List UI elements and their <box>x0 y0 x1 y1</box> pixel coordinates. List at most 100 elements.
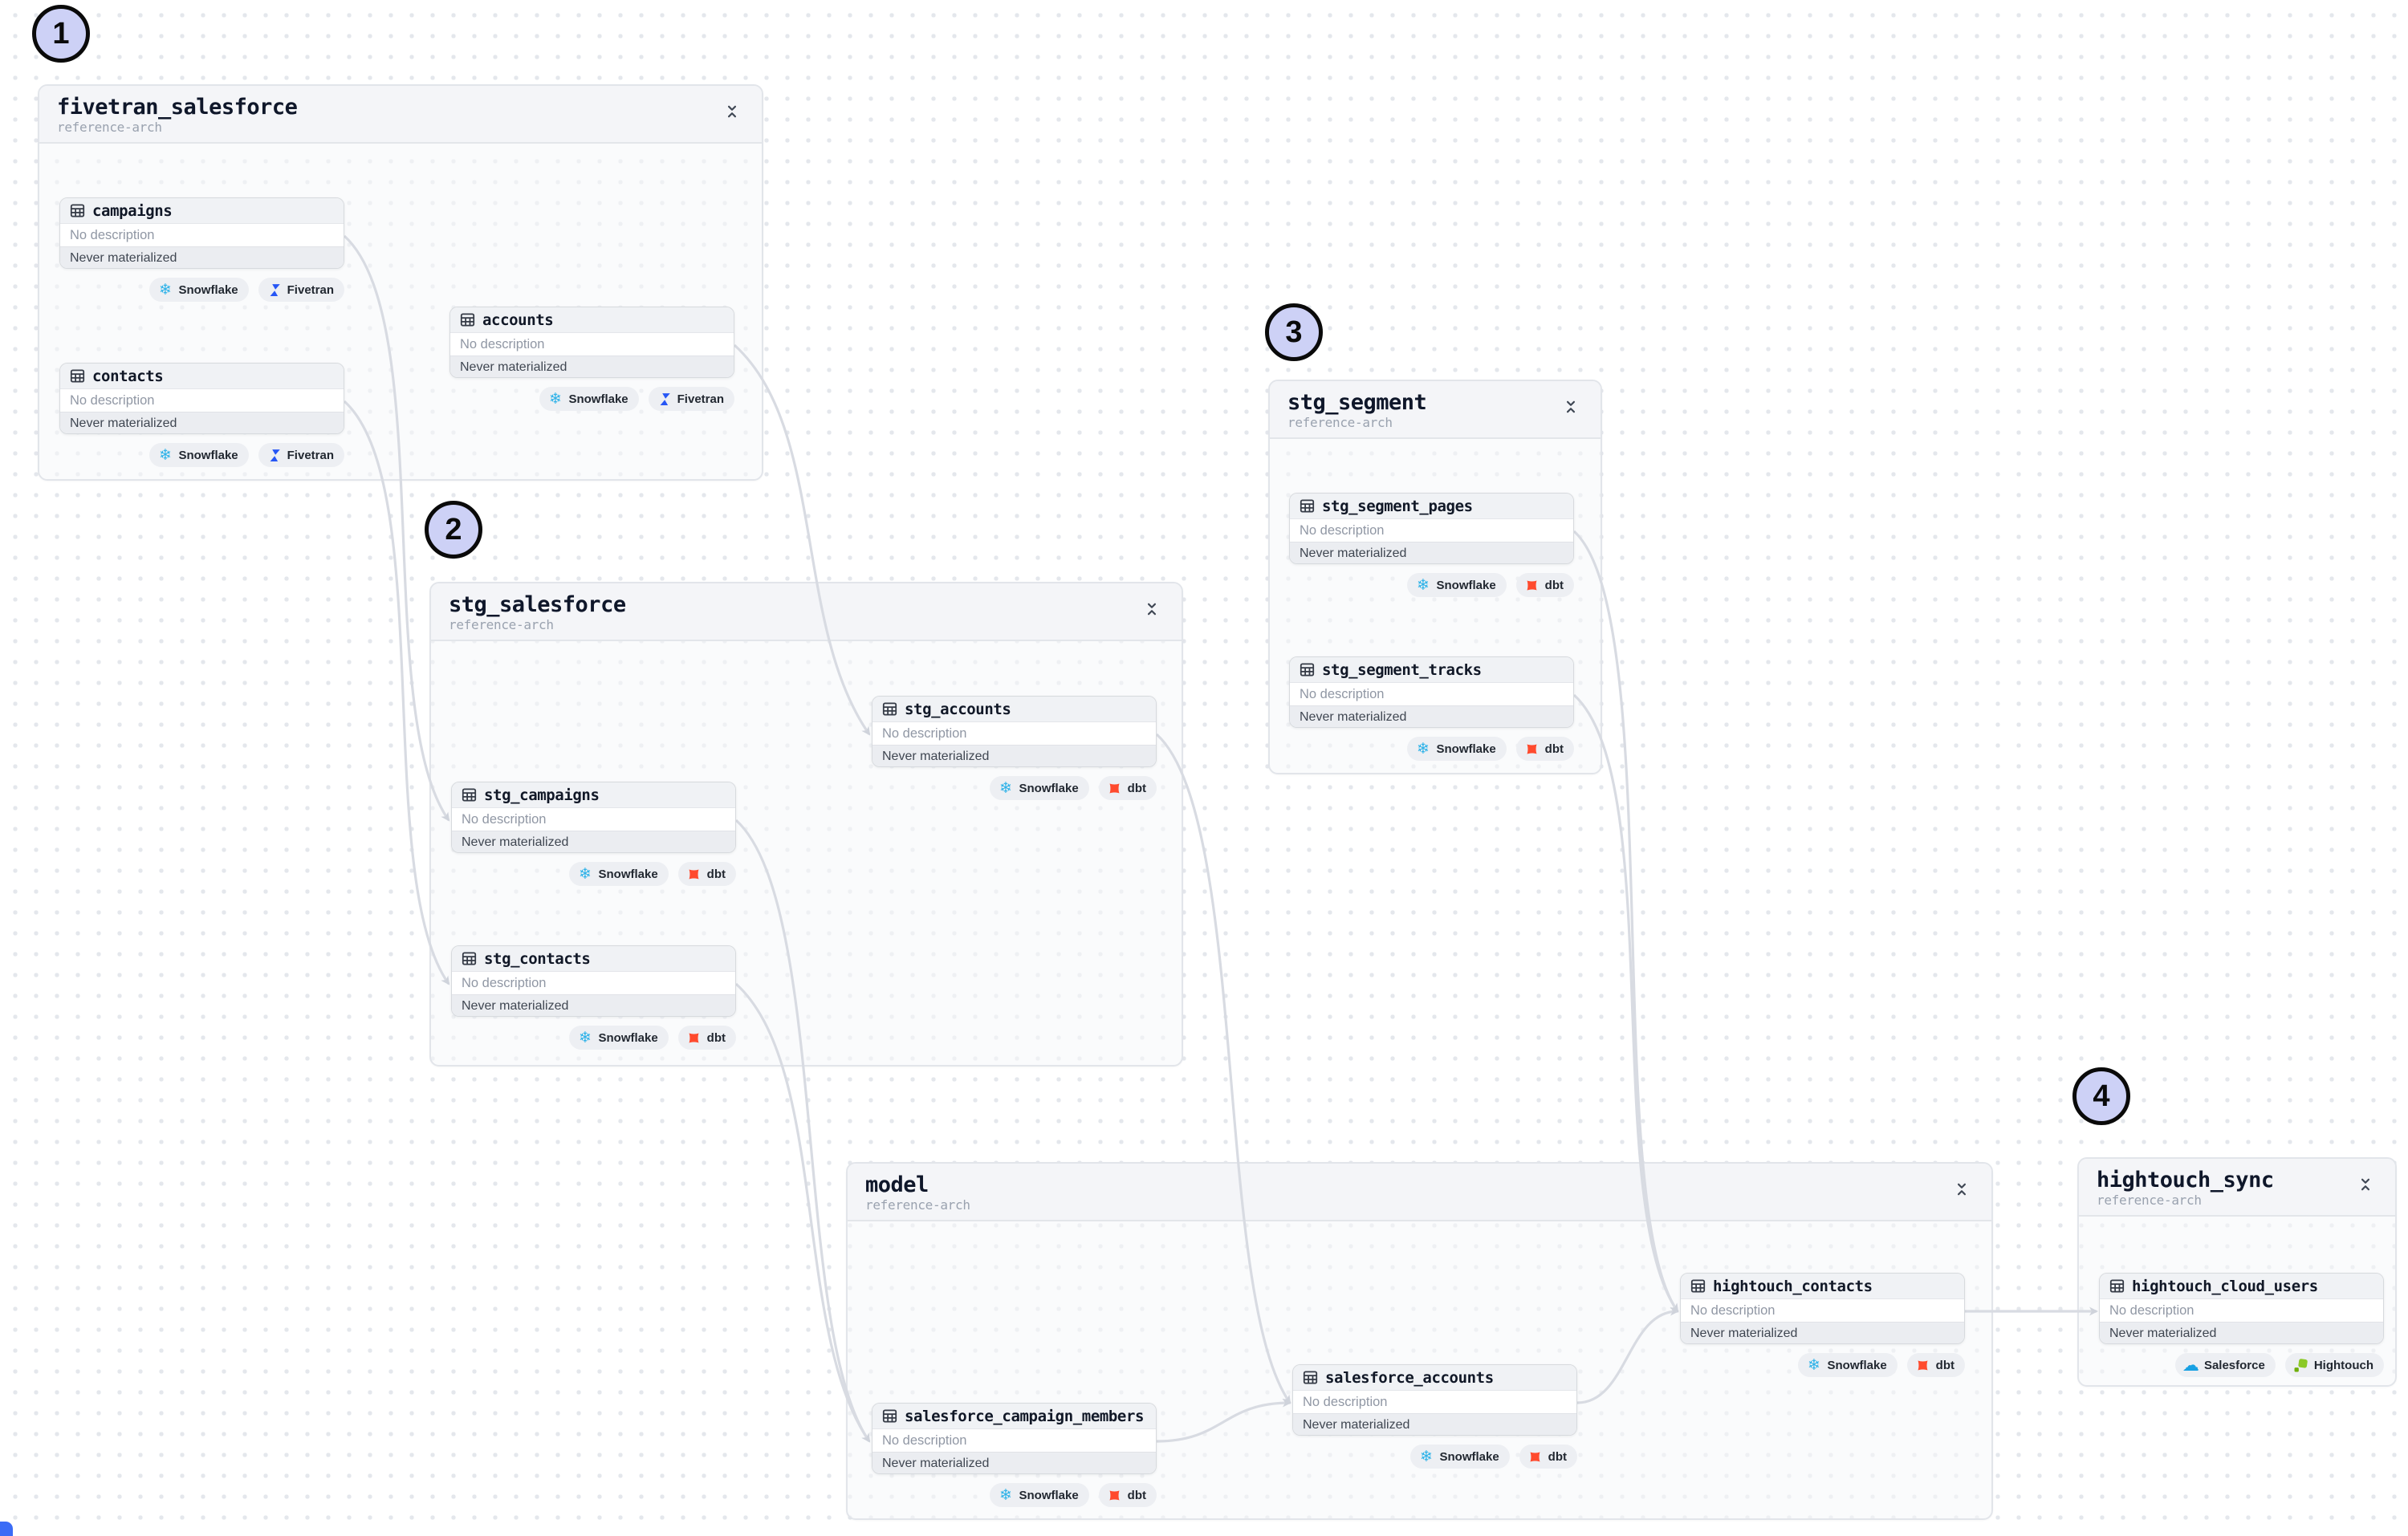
badge-fivetran: Fivetran <box>258 278 344 302</box>
table-icon <box>882 1408 897 1424</box>
node-header: campaigns <box>60 198 344 223</box>
node-description: No description <box>1681 1298 1964 1322</box>
collapse-vertical-icon[interactable] <box>720 100 744 124</box>
dbt-icon <box>1524 578 1540 593</box>
badge-label: Snowflake <box>1827 1358 1887 1372</box>
node-materialization-status: Never materialized <box>60 412 344 433</box>
node-description: No description <box>452 807 735 831</box>
fivetran-icon <box>266 282 282 298</box>
badge-label: Snowflake <box>598 1030 658 1045</box>
node-name: stg_accounts <box>905 700 1011 718</box>
node-name: salesforce_accounts <box>1325 1368 1494 1387</box>
table-icon <box>2109 1278 2125 1294</box>
salesforce-icon: ☁ <box>2182 1355 2199 1375</box>
node-description: No description <box>2100 1298 2383 1322</box>
annotation-marker-1: 1 <box>32 5 90 63</box>
node-description: No description <box>450 332 734 356</box>
badge-fivetran: Fivetran <box>258 443 344 467</box>
collapse-vertical-icon[interactable] <box>1559 395 1583 419</box>
collapse-vertical-icon[interactable] <box>2353 1172 2377 1197</box>
snowflake-icon: ❄ <box>548 389 562 408</box>
node-materialization-status: Never materialized <box>452 994 735 1016</box>
node-header: salesforce_campaign_members <box>872 1404 1156 1428</box>
node-materialization-status: Never materialized <box>450 356 734 377</box>
badge-dbt: dbt <box>677 1026 736 1050</box>
badge-label: Snowflake <box>1436 578 1496 592</box>
node-materialization-status: Never materialized <box>872 745 1156 766</box>
group-subtitle: reference-arch <box>449 617 554 632</box>
snowflake-icon: ❄ <box>1417 575 1430 594</box>
node-name: hightouch_contacts <box>1713 1277 1873 1295</box>
badge-label: Snowflake <box>598 867 658 881</box>
node-materialization-status: Never materialized <box>1290 705 1573 727</box>
node-header: stg_accounts <box>872 697 1156 721</box>
node-description: No description <box>872 721 1156 745</box>
collapse-vertical-icon[interactable] <box>1140 597 1164 621</box>
badge-label: Snowflake <box>1439 1449 1499 1464</box>
badge-snowflake: ❄Snowflake <box>539 387 639 411</box>
node-header: contacts <box>60 364 344 388</box>
badge-label: dbt <box>1127 781 1146 795</box>
group-title: stg_salesforce <box>449 592 626 617</box>
badge-snowflake: ❄ Snowflake <box>990 1483 1089 1507</box>
dbt-icon <box>1915 1358 1930 1373</box>
table-icon <box>1300 662 1315 677</box>
badge-label: dbt <box>706 867 726 881</box>
node-header: accounts <box>450 307 734 332</box>
badge-label: dbt <box>1548 1449 1567 1464</box>
table-icon <box>1690 1278 1706 1294</box>
dbt-icon <box>1107 1488 1122 1503</box>
badge-label: dbt <box>1935 1358 1954 1372</box>
badge-label: Snowflake <box>1019 1488 1079 1502</box>
badge-dbt: dbt <box>1098 776 1157 800</box>
collapse-vertical-icon[interactable] <box>1950 1177 1974 1201</box>
badge-label: dbt <box>1127 1488 1146 1502</box>
badge-dbt: dbt <box>1519 1445 1577 1469</box>
badge-dbt: dbt <box>1098 1483 1157 1507</box>
badge-snowflake: ❄Snowflake <box>990 776 1089 800</box>
node-materialization-status: Never materialized <box>1290 542 1573 563</box>
group-title: model <box>865 1172 929 1197</box>
group-subtitle: reference-arch <box>1287 415 1393 430</box>
node-description: No description <box>1290 518 1573 542</box>
table-icon <box>462 787 477 803</box>
badge-label: Snowflake <box>1436 742 1496 756</box>
group-subtitle: reference-arch <box>865 1197 970 1213</box>
node-name: hightouch_cloud_users <box>2132 1277 2318 1295</box>
node-header: stg_segment_tracks <box>1290 657 1573 682</box>
table-icon <box>1303 1370 1318 1385</box>
annotation-marker-4: 4 <box>2072 1067 2130 1125</box>
badge-label: dbt <box>1544 578 1564 592</box>
snowflake-icon: ❄ <box>158 445 172 464</box>
node-description: No description <box>60 223 344 246</box>
node-name: salesforce_campaign_members <box>905 1407 1145 1425</box>
chat-widget-sliver[interactable] <box>0 1522 13 1536</box>
badge-snowflake: ❄Snowflake <box>569 1026 669 1050</box>
snowflake-icon: ❄ <box>999 1485 1012 1504</box>
badge-snowflake: ❄Snowflake <box>149 443 249 467</box>
table-icon <box>460 312 475 327</box>
